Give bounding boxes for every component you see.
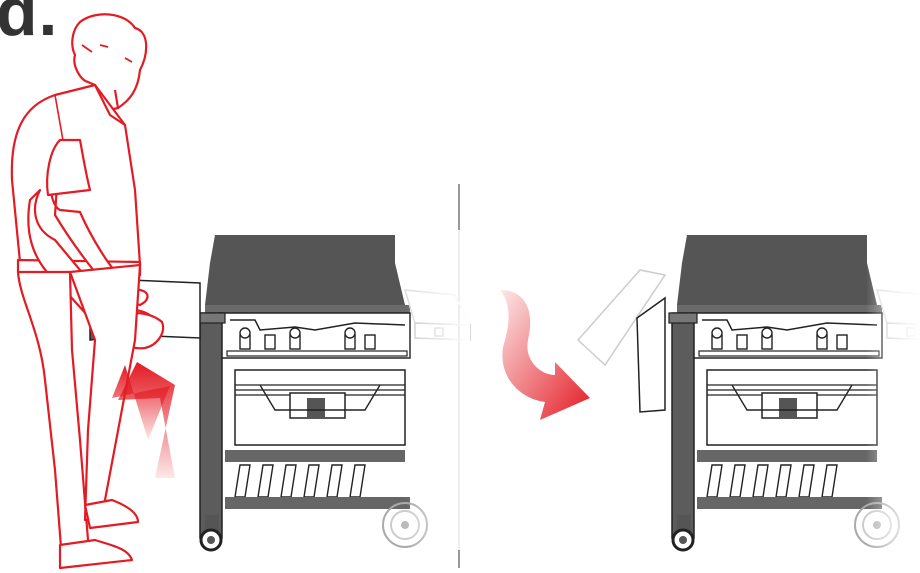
side-shelf-folding (578, 270, 665, 412)
grill-right (669, 230, 920, 550)
curved-down-arrow (500, 290, 590, 420)
grill-left (197, 230, 470, 550)
person-figure (12, 14, 163, 568)
up-arrow (112, 362, 175, 478)
